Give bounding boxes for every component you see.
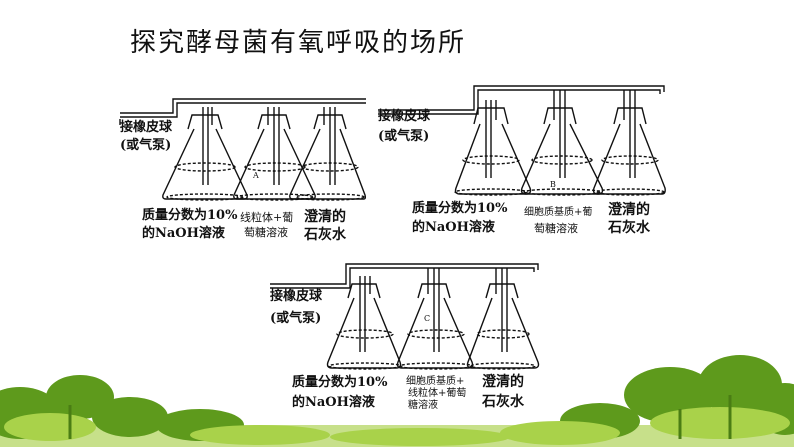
apparatus-panel-a: A 接橡皮球 (或气泵) 质量分数为10% 的NaOH溶液 线粒体+葡 萄糖溶液… — [118, 85, 366, 250]
apparatus-diagram-a — [119, 98, 366, 201]
foliage-decoration — [0, 355, 794, 447]
flask-mark-b: B — [550, 180, 556, 189]
solution-label-b-line2: 萄糖溶液 — [534, 222, 578, 235]
naoh-label-line1: 质量分数为10% — [292, 375, 388, 390]
naoh-label-line2: 的NaOH溶液 — [292, 395, 375, 410]
flask-mark-c: C — [424, 314, 431, 323]
lime-label-line2: 石灰水 — [304, 227, 346, 243]
solution-label-c-line3: 糖溶液 — [408, 400, 438, 411]
lime-label-line2: 石灰水 — [608, 220, 650, 236]
bulb-label-line2: (或气泵) — [270, 311, 322, 326]
bulb-label-line2: (或气泵) — [378, 129, 430, 144]
solution-label-a-line1: 线粒体+葡 — [240, 211, 294, 224]
apparatus-diagram-c — [270, 263, 540, 370]
bulb-label-line1: 接橡皮球 — [120, 120, 173, 135]
lime-label-line2: 石灰水 — [482, 394, 524, 410]
lime-label-line1: 澄清的 — [304, 209, 346, 225]
naoh-label-line1: 质量分数为10% — [142, 208, 238, 223]
apparatus-panel-c: C 接橡皮球 (或气泵) 质量分数为10% 的NaOH溶液 细胞质基质+ 线粒体… — [268, 258, 540, 418]
flask-mark-a: A — [253, 171, 259, 180]
lime-label-line1: 澄清的 — [482, 374, 524, 390]
bulb-label-line1: 接橡皮球 — [378, 109, 431, 124]
naoh-label-line1: 质量分数为10% — [412, 201, 508, 216]
solution-label-b-line1: 细胞质基质+葡 — [524, 207, 593, 218]
solution-label-a-line2: 萄糖溶液 — [244, 226, 288, 239]
bulb-label-line1: 接橡皮球 — [270, 289, 323, 304]
page-title: 探究酵母菌有氧呼吸的场所 — [130, 28, 467, 58]
naoh-label-line2: 的NaOH溶液 — [412, 220, 495, 235]
lime-label-line1: 澄清的 — [608, 202, 650, 218]
apparatus-panel-b: B 接橡皮球 (或气泵) 质量分数为10% 的NaOH溶液 细胞质基质+葡 萄糖… — [376, 80, 666, 245]
solution-label-c-line1: 细胞质基质+ — [406, 376, 465, 387]
naoh-label-line2: 的NaOH溶液 — [142, 226, 225, 241]
solution-label-c-line2: 线粒体+葡萄 — [408, 388, 467, 399]
apparatus-diagram-b — [378, 85, 666, 196]
bulb-label-line2: (或气泵) — [120, 138, 172, 153]
